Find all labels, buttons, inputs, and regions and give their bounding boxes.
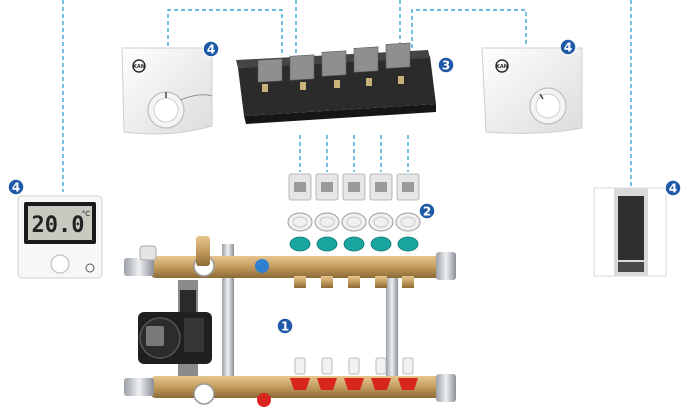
temperature-unit: °C	[82, 210, 91, 218]
kan-logo-icon	[495, 59, 509, 73]
lcd-screen	[28, 206, 92, 240]
manifold-assembly	[124, 236, 456, 407]
badge-wireless-receiver: 4	[664, 179, 682, 197]
temperature-gauge	[193, 383, 215, 405]
red-valve-handle	[257, 393, 271, 407]
svg-text:4: 4	[669, 182, 677, 196]
badge-thermostat-top-left: 4	[202, 40, 220, 58]
wire-top-left-thermostat	[167, 9, 283, 55]
actuator-rings	[287, 212, 421, 232]
badge-control-box: 3	[437, 56, 455, 74]
callout-badges: 4 3 4 4 4 2 1	[7, 38, 682, 335]
wire-top-right-thermostat	[411, 9, 527, 55]
badge-thermostat-top-right: 4	[559, 38, 577, 56]
terminal-blocks	[257, 42, 411, 83]
badge-thermostat-digital: 4	[7, 178, 25, 196]
thermostat-button	[50, 254, 70, 274]
temperature-reading: 20.0	[32, 213, 85, 238]
kan-logo-icon	[85, 263, 95, 273]
brand-logo-text: KAN	[496, 64, 508, 70]
wireless-receiver	[593, 187, 667, 277]
svg-text:3: 3	[442, 59, 450, 73]
svg-text:4: 4	[207, 43, 215, 57]
flow-meters	[290, 357, 418, 390]
supply-manifold-bar	[150, 256, 450, 278]
analog-thermostat-right: KAN	[481, 47, 583, 134]
badge-actuators: 2	[418, 202, 436, 220]
analog-thermostat-left: KAN	[121, 47, 213, 135]
brand-logo-text: KAN	[133, 64, 145, 70]
digital-thermostat: 20.0 °C	[17, 195, 103, 279]
svg-text:1: 1	[281, 320, 289, 334]
kan-logo-icon	[132, 59, 146, 73]
svg-text:4: 4	[564, 41, 572, 55]
control-box	[236, 42, 436, 124]
left-bracket	[222, 244, 234, 394]
circulation-pump	[138, 280, 212, 390]
blue-valve-handle	[255, 259, 269, 273]
right-bracket	[386, 278, 398, 378]
svg-text:2: 2	[423, 205, 431, 219]
svg-text:4: 4	[12, 181, 20, 195]
badge-manifold: 1	[276, 317, 294, 335]
flow-caps	[289, 236, 419, 252]
